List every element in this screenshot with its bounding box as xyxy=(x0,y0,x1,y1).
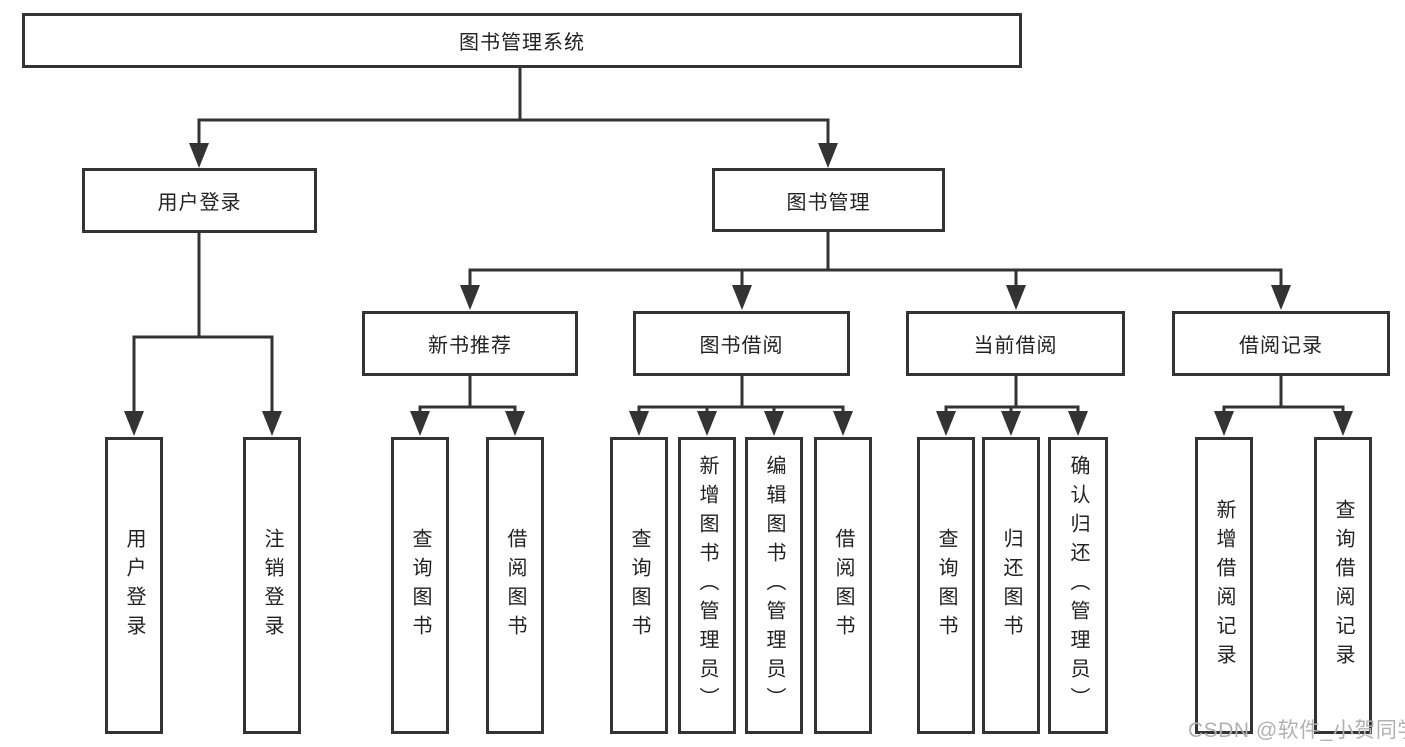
node-leaf-cb-return-book-label: 归还图书 xyxy=(1000,527,1022,644)
node-leaf-br-add-record: 新增借阅记录 xyxy=(1195,437,1253,734)
node-leaf-cb-query-book: 查询图书 xyxy=(917,437,975,734)
connector-user-login xyxy=(132,233,274,414)
node-leaf-user-login-label: 用户登录 xyxy=(123,527,145,644)
node-book-management-label: 图书管理 xyxy=(786,191,871,214)
node-leaf-logout: 注销登录 xyxy=(243,437,301,734)
node-leaf-br-add-record-label: 新增借阅记录 xyxy=(1213,498,1235,673)
node-current-borrowing-label: 当前借阅 xyxy=(973,335,1058,357)
node-leaf-br-query-record-label: 查询借阅记录 xyxy=(1332,498,1354,673)
connector-book-management xyxy=(468,232,1283,288)
node-current-borrowing: 当前借阅 xyxy=(906,311,1125,376)
node-user-login: 用户登录 xyxy=(82,168,317,233)
node-leaf-bb-add-book-admin-label: 新增图书（管理员） xyxy=(696,455,718,716)
arrowheads xyxy=(124,143,1353,436)
node-leaf-logout-label: 注销登录 xyxy=(261,527,283,644)
node-root-library-system: 图书管理系统 xyxy=(22,13,1022,68)
connector-book-borrow xyxy=(637,376,845,414)
node-book-management: 图书管理 xyxy=(712,168,945,232)
node-leaf-cb-confirm-return-admin: 确认归还（管理员） xyxy=(1048,437,1108,734)
node-leaf-cb-return-book: 归还图书 xyxy=(982,437,1040,734)
node-leaf-rec-query-book: 查询图书 xyxy=(391,437,449,734)
node-leaf-bb-borrow-book-label: 借阅图书 xyxy=(832,527,854,644)
connector-borrow-record xyxy=(1222,376,1345,414)
node-leaf-cb-confirm-return-admin-label: 确认归还（管理员） xyxy=(1067,455,1089,716)
watermark: CSDN @软件_小贺同学 xyxy=(1188,719,1405,742)
node-leaf-bb-borrow-book: 借阅图书 xyxy=(814,437,872,734)
node-leaf-cb-query-book-label: 查询图书 xyxy=(935,527,957,644)
node-leaf-rec-query-book-label: 查询图书 xyxy=(409,527,431,644)
connector-root xyxy=(197,66,830,146)
node-leaf-user-login: 用户登录 xyxy=(105,437,163,734)
node-book-borrowing: 图书借阅 xyxy=(633,311,850,376)
node-root-label: 图书管理系统 xyxy=(459,32,585,54)
node-borrowing-records: 借阅记录 xyxy=(1172,311,1390,376)
node-leaf-bb-edit-book-admin: 编辑图书（管理员） xyxy=(745,437,803,734)
node-user-login-label: 用户登录 xyxy=(157,192,242,214)
node-leaf-bb-add-book-admin: 新增图书（管理员） xyxy=(678,437,736,734)
connector-new-book-rec xyxy=(418,376,517,414)
node-new-book-recommendation: 新书推荐 xyxy=(362,311,578,376)
node-borrowing-records-label: 借阅记录 xyxy=(1239,335,1323,357)
node-new-book-recommendation-label: 新书推荐 xyxy=(428,335,512,357)
node-book-borrowing-label: 图书借阅 xyxy=(699,335,784,357)
node-leaf-rec-borrow-book: 借阅图书 xyxy=(486,437,544,734)
node-leaf-bb-edit-book-admin-label: 编辑图书（管理员） xyxy=(763,455,785,716)
node-leaf-br-query-record: 查询借阅记录 xyxy=(1314,437,1372,734)
node-leaf-bb-query-book-label: 查询图书 xyxy=(628,527,650,644)
node-leaf-rec-borrow-book-label: 借阅图书 xyxy=(504,527,526,644)
connector-current-borrow xyxy=(944,376,1080,414)
node-leaf-bb-query-book: 查询图书 xyxy=(610,437,668,734)
